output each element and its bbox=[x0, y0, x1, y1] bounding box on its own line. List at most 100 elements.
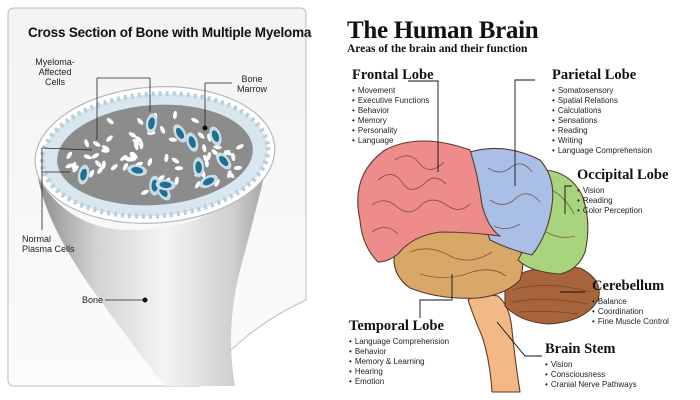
myeloma-cell-nucleus bbox=[148, 117, 155, 130]
myeloma-cell-nucleus bbox=[203, 177, 215, 186]
label-normal-plasma-cells: Normal Plasma Cells bbox=[22, 234, 75, 254]
normal-plasma-cell bbox=[206, 152, 212, 161]
frontal-lobe-block: Frontal Lobe Movement Executive Function… bbox=[352, 67, 434, 146]
function-item: Personality bbox=[352, 126, 434, 136]
normal-plasma-cell bbox=[233, 165, 243, 170]
region-frontal-lobe bbox=[357, 140, 501, 263]
function-item: Calculations bbox=[552, 106, 652, 116]
parietal-lobe-title: Parietal Lobe bbox=[552, 67, 637, 83]
normal-plasma-cell bbox=[211, 149, 219, 156]
normal-plasma-cell bbox=[204, 159, 209, 168]
leader-occipital bbox=[564, 185, 572, 214]
myeloma-cell-nucleus bbox=[195, 161, 202, 174]
function-item: Hearing bbox=[349, 367, 449, 377]
normal-plasma-cell bbox=[97, 166, 104, 174]
function-item: Sensations bbox=[552, 116, 652, 126]
myeloma-cell-nucleus bbox=[175, 127, 185, 139]
myeloma-cell-nucleus bbox=[159, 181, 172, 189]
label-myeloma-affected-cells: Myeloma- Affected Cells bbox=[35, 57, 75, 87]
normal-plasma-cell bbox=[120, 154, 128, 161]
leader-parietal bbox=[514, 79, 535, 186]
function-item: Vision bbox=[545, 360, 637, 370]
normal-plasma-cell bbox=[141, 189, 149, 195]
function-item: Executive Functions bbox=[352, 96, 434, 106]
normal-plasma-cell bbox=[139, 140, 144, 150]
normal-plasma-cell bbox=[128, 132, 137, 138]
function-item: Color Perception bbox=[577, 206, 668, 216]
normal-plasma-cell bbox=[83, 154, 92, 160]
normal-plasma-cell bbox=[135, 136, 143, 143]
normal-plasma-cell bbox=[174, 166, 184, 171]
function-item: Memory bbox=[352, 116, 434, 126]
normal-plasma-cell bbox=[171, 157, 180, 164]
normal-plasma-cell bbox=[157, 175, 165, 182]
normal-plasma-cell bbox=[202, 144, 207, 153]
temporal-lobe-functions: Language Comprehension Behavior Memory &… bbox=[349, 337, 449, 387]
normal-plasma-cell bbox=[172, 110, 178, 120]
label-bone-marrow: Bone Marrow bbox=[236, 74, 267, 94]
normal-plasma-cell bbox=[147, 157, 153, 167]
frontal-lobe-functions: Movement Executive Functions Behavior Me… bbox=[352, 86, 434, 146]
frontal-lobe-title: Frontal Lobe bbox=[352, 67, 434, 83]
temporal-lobe-title: Temporal Lobe bbox=[349, 318, 444, 334]
temporal-lobe-block: Temporal Lobe Language Comprehension Beh… bbox=[349, 318, 449, 387]
myeloma-cell-nucleus bbox=[131, 166, 144, 174]
function-item: Behavior bbox=[349, 347, 449, 357]
normal-plasma-cell bbox=[101, 148, 110, 153]
normal-plasma-cell bbox=[110, 164, 118, 171]
occipital-lobe-block: Occipital Lobe Vision Reading Color Perc… bbox=[577, 167, 668, 216]
brain-diagram-subtitle: Areas of the brain and their function bbox=[347, 43, 528, 55]
normal-plasma-cell bbox=[106, 135, 113, 142]
brain-stem-functions: Vision Consciousness Cranial Nerve Pathw… bbox=[545, 360, 637, 390]
region-brain-stem bbox=[467, 294, 521, 393]
normal-plasma-cell bbox=[191, 117, 199, 124]
leader-frontal bbox=[408, 80, 439, 172]
parietal-lobe-block: Parietal Lobe Somatosensory Spatial Rela… bbox=[552, 67, 652, 156]
myeloma-cell-nucleus bbox=[80, 168, 87, 181]
function-item: Coordination bbox=[592, 307, 669, 317]
brain-stem-block: Brain Stem Vision Consciousness Cranial … bbox=[545, 341, 637, 390]
bone-diagram-title: Cross Section of Bone with Multiple Myel… bbox=[28, 25, 312, 40]
normal-plasma-cell bbox=[65, 163, 74, 169]
function-item: Spatial Relations bbox=[552, 96, 652, 106]
cerebellum-functions: Balance Coordination Fine Muscle Control bbox=[592, 297, 669, 327]
function-item: Behavior bbox=[352, 106, 434, 116]
normal-plasma-cell bbox=[174, 176, 179, 185]
occipital-lobe-title: Occipital Lobe bbox=[577, 167, 669, 183]
normal-plasma-cell bbox=[197, 132, 205, 139]
marrow-cells-group bbox=[65, 110, 244, 201]
brain-diagram-title: The Human Brain bbox=[347, 17, 539, 44]
normal-plasma-cell bbox=[214, 179, 220, 187]
function-item: Balance bbox=[592, 297, 669, 307]
function-item: Fine Muscle Control bbox=[592, 317, 669, 327]
normal-plasma-cell bbox=[127, 157, 137, 162]
cerebellum-title: Cerebellum bbox=[592, 278, 665, 294]
normal-plasma-cell bbox=[94, 160, 102, 168]
normal-plasma-cell bbox=[159, 125, 166, 134]
normal-plasma-cell bbox=[133, 142, 139, 151]
myeloma-cell-nucleus bbox=[211, 130, 220, 142]
normal-plasma-cell bbox=[101, 145, 110, 151]
function-item: Reading bbox=[577, 196, 668, 206]
function-item: Movement bbox=[352, 86, 434, 96]
normal-plasma-cell bbox=[122, 162, 129, 171]
normal-plasma-cell bbox=[227, 171, 235, 179]
bone-shaft bbox=[38, 158, 268, 386]
function-item: Writing bbox=[552, 136, 652, 146]
normal-plasma-cell bbox=[72, 165, 79, 173]
normal-plasma-cell bbox=[213, 145, 222, 150]
normal-plasma-cell bbox=[224, 150, 232, 156]
leader-temporal bbox=[419, 274, 453, 318]
normal-plasma-cell bbox=[101, 160, 106, 169]
normal-plasma-cell bbox=[106, 117, 114, 125]
function-item: Somatosensory bbox=[552, 86, 652, 96]
function-item: Language Comprehension bbox=[552, 146, 652, 156]
function-item: Memory & Learning bbox=[349, 357, 449, 367]
normal-plasma-cell bbox=[137, 118, 144, 125]
normal-plasma-cell bbox=[89, 169, 95, 178]
myeloma-cell-nucleus bbox=[188, 136, 196, 148]
normal-plasma-cell bbox=[236, 144, 244, 150]
